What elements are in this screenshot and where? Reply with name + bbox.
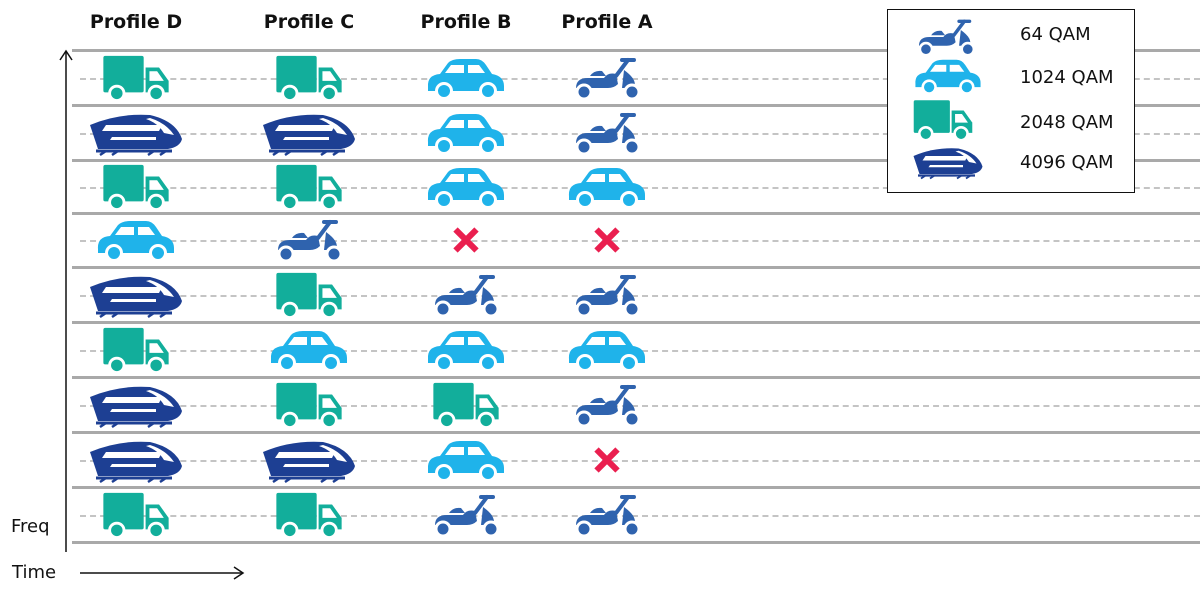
- car-icon: [424, 437, 508, 483]
- train-icon: [87, 436, 185, 484]
- truck-icon: [274, 163, 344, 211]
- lane-center-dash: [80, 515, 1200, 517]
- scooter-icon: [912, 16, 980, 58]
- scooter-icon: [567, 54, 647, 102]
- header-profile-d: Profile D: [89, 11, 183, 33]
- scooter-icon: [567, 381, 647, 429]
- lane-center-dash: [80, 295, 1200, 297]
- cross-icon: [591, 226, 623, 254]
- lane-boundary-line: [72, 376, 1200, 379]
- legend-label-2048qam: 2048 QAM: [1020, 112, 1114, 133]
- car-icon: [267, 327, 351, 373]
- time-axis-arrow: [80, 566, 245, 580]
- car-icon: [565, 164, 649, 210]
- legend-label-4096qam: 4096 QAM: [1020, 152, 1114, 173]
- header-profile-a: Profile A: [561, 11, 653, 33]
- legend-label-1024qam: 1024 QAM: [1020, 67, 1114, 88]
- truck-icon: [912, 98, 974, 142]
- lane-boundary-line: [72, 49, 1200, 52]
- car-icon: [565, 327, 649, 373]
- freq-axis-label: Freq: [11, 516, 50, 537]
- lane-center-dash: [80, 240, 1200, 242]
- truck-icon: [101, 491, 171, 539]
- lane-boundary-line: [72, 321, 1200, 324]
- lane-boundary-line: [72, 486, 1200, 489]
- train-icon: [912, 143, 984, 181]
- car-icon: [94, 217, 178, 263]
- scooter-icon: [426, 271, 506, 319]
- car-icon: [424, 110, 508, 156]
- scooter-icon: [567, 271, 647, 319]
- lane-boundary-line: [72, 212, 1200, 215]
- train-icon: [87, 381, 185, 429]
- truck-icon: [274, 271, 344, 319]
- legend-label-64qam: 64 QAM: [1020, 24, 1091, 45]
- cross-icon: [591, 446, 623, 474]
- lane-center-dash: [80, 78, 1200, 80]
- train-icon: [87, 109, 185, 157]
- lane-boundary-line: [72, 104, 1200, 107]
- lane-boundary-line: [72, 159, 1200, 162]
- cross-icon: [450, 226, 482, 254]
- scooter-icon: [269, 216, 349, 264]
- time-axis-label: Time: [12, 562, 57, 583]
- car-icon: [424, 55, 508, 101]
- header-profile-c: Profile C: [263, 11, 355, 33]
- lane-center-dash: [80, 133, 1200, 135]
- lane-center-dash: [80, 405, 1200, 407]
- header-profile-b: Profile B: [420, 11, 512, 33]
- train-icon: [260, 109, 358, 157]
- car-icon: [424, 164, 508, 210]
- truck-icon: [101, 163, 171, 211]
- truck-icon: [101, 54, 171, 102]
- train-icon: [87, 271, 185, 319]
- car-icon: [424, 327, 508, 373]
- scooter-icon: [567, 491, 647, 539]
- lane-boundary-line: [72, 431, 1200, 434]
- scooter-icon: [426, 491, 506, 539]
- truck-icon: [274, 491, 344, 539]
- lane-boundary-line: [72, 266, 1200, 269]
- lane-boundary-line: [72, 541, 1200, 544]
- scooter-icon: [567, 109, 647, 157]
- car-icon: [912, 56, 984, 96]
- truck-icon: [274, 381, 344, 429]
- legend: 64 QAM 1024 QAM 2048 QAM 4096 QAM: [887, 9, 1135, 193]
- truck-icon: [431, 381, 501, 429]
- lane-center-dash: [80, 460, 1200, 462]
- freq-axis-arrow: [59, 49, 73, 552]
- train-icon: [260, 436, 358, 484]
- truck-icon: [101, 326, 171, 374]
- truck-icon: [274, 54, 344, 102]
